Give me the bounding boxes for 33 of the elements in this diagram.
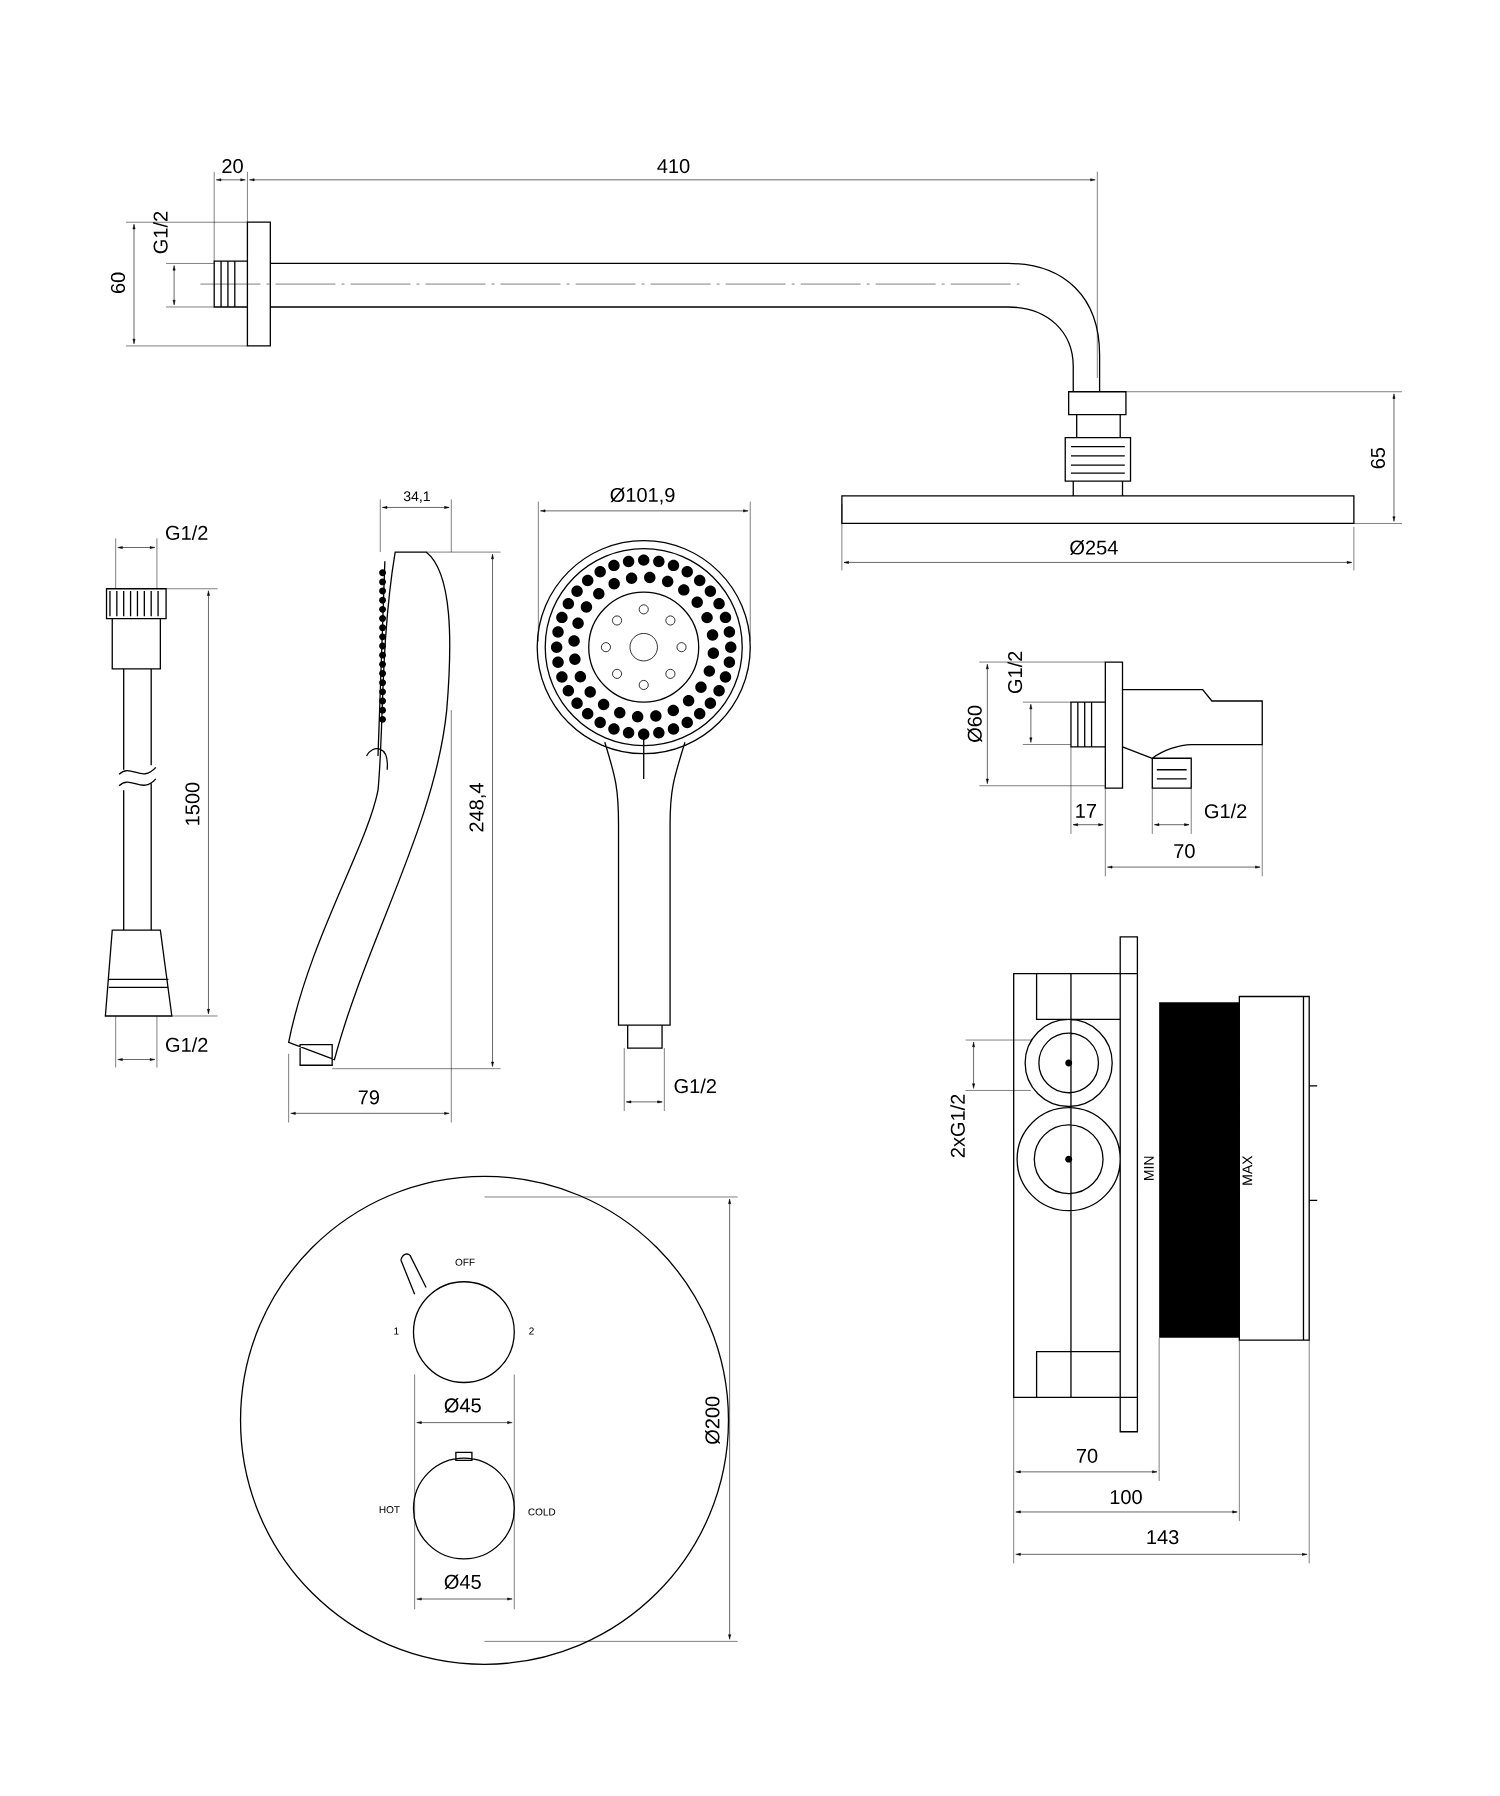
scale-label: MAX bbox=[1242, 1155, 1252, 1185]
knob-label: COLD bbox=[528, 1508, 555, 1516]
dimension-label: 65 bbox=[1370, 447, 1385, 469]
dimension-label: 70 bbox=[1174, 843, 1195, 859]
dimension-label: Ø45 bbox=[444, 1398, 481, 1413]
dimension-label: Ø60 bbox=[967, 705, 982, 743]
dimension-label: 248,4 bbox=[469, 783, 486, 832]
thread-label: G1/2 bbox=[1007, 651, 1022, 694]
dimension-label: Ø200 bbox=[704, 1396, 720, 1445]
dimension-label: 79 bbox=[358, 1090, 379, 1105]
dimension-label: 17 bbox=[1076, 804, 1096, 818]
dimension-label: Ø254 bbox=[1069, 540, 1118, 555]
dimension-label: Ø45 bbox=[444, 1574, 481, 1590]
thread-label: G1/2 bbox=[165, 525, 208, 540]
scale-label: MIN bbox=[1143, 1156, 1154, 1180]
dimension-label: 1500 bbox=[185, 782, 200, 825]
dimension-label: 70 bbox=[1076, 1448, 1098, 1463]
dimension-label: Ø101,9 bbox=[610, 487, 675, 505]
dimension-label: 20 bbox=[222, 159, 243, 174]
dimension-label: 60 bbox=[110, 272, 125, 294]
dimension-label: 34,1 bbox=[403, 491, 430, 503]
dimension-label: 143 bbox=[1147, 1530, 1179, 1545]
thread-label: 2xG1/2 bbox=[950, 1094, 965, 1158]
knob-label: HOT bbox=[379, 1506, 400, 1514]
knob-label: 2 bbox=[528, 1327, 534, 1335]
dimension-label: 410 bbox=[657, 159, 690, 174]
thread-label: G1/2 bbox=[674, 1078, 716, 1094]
thread-label: G1/2 bbox=[1204, 803, 1247, 819]
knob-label: OFF bbox=[455, 1258, 475, 1266]
thread-label: G1/2 bbox=[165, 1037, 208, 1052]
dimension-label: 100 bbox=[1110, 1490, 1142, 1505]
knob-label: 1 bbox=[394, 1327, 399, 1335]
thread-label: G1/2 bbox=[152, 211, 168, 254]
